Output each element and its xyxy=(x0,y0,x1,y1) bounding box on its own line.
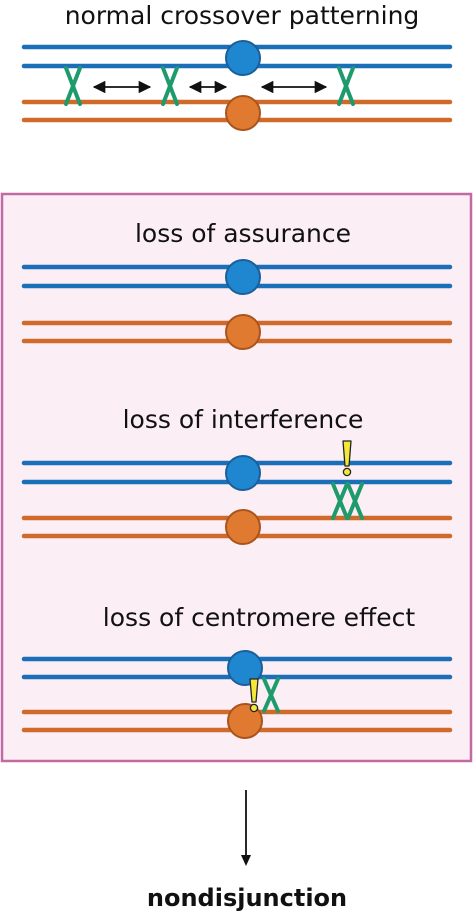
normal-orange-homolog xyxy=(21,95,453,131)
crossover-x-icon xyxy=(346,482,364,520)
crossover-x-icon xyxy=(331,482,349,520)
top-title: normal crossover patterning xyxy=(65,1,420,30)
assurance-title: loss of assurance xyxy=(135,219,351,248)
blue-centromere xyxy=(225,455,261,491)
down-arrow-icon xyxy=(241,790,251,866)
interference-blue-homolog xyxy=(21,455,453,491)
assurance-blue-homolog xyxy=(21,259,453,295)
crossover-x-icon xyxy=(64,66,82,106)
centromere-orange-homolog xyxy=(21,703,453,739)
crossover-x-icon xyxy=(262,677,280,713)
blue-centromere xyxy=(227,650,263,686)
interference-orange-homolog xyxy=(21,509,453,545)
exclamation-icon xyxy=(342,440,352,477)
crossover-x-icon xyxy=(161,66,179,106)
centromere-title: loss of centromere effect xyxy=(103,603,416,632)
blue-centromere xyxy=(225,40,261,76)
centromere-blue-homolog xyxy=(21,650,453,686)
exclamation-icon xyxy=(249,678,259,713)
crossover-x-icon xyxy=(337,66,355,106)
orange-centromere xyxy=(225,95,261,131)
blue-centromere xyxy=(225,259,261,295)
normal-blue-homolog xyxy=(21,40,453,76)
outcome-label: nondisjunction xyxy=(147,884,347,912)
interference-title: loss of interference xyxy=(123,405,364,434)
assurance-orange-homolog xyxy=(21,314,453,350)
orange-centromere xyxy=(227,703,263,739)
orange-centromere xyxy=(225,509,261,545)
orange-centromere xyxy=(225,314,261,350)
